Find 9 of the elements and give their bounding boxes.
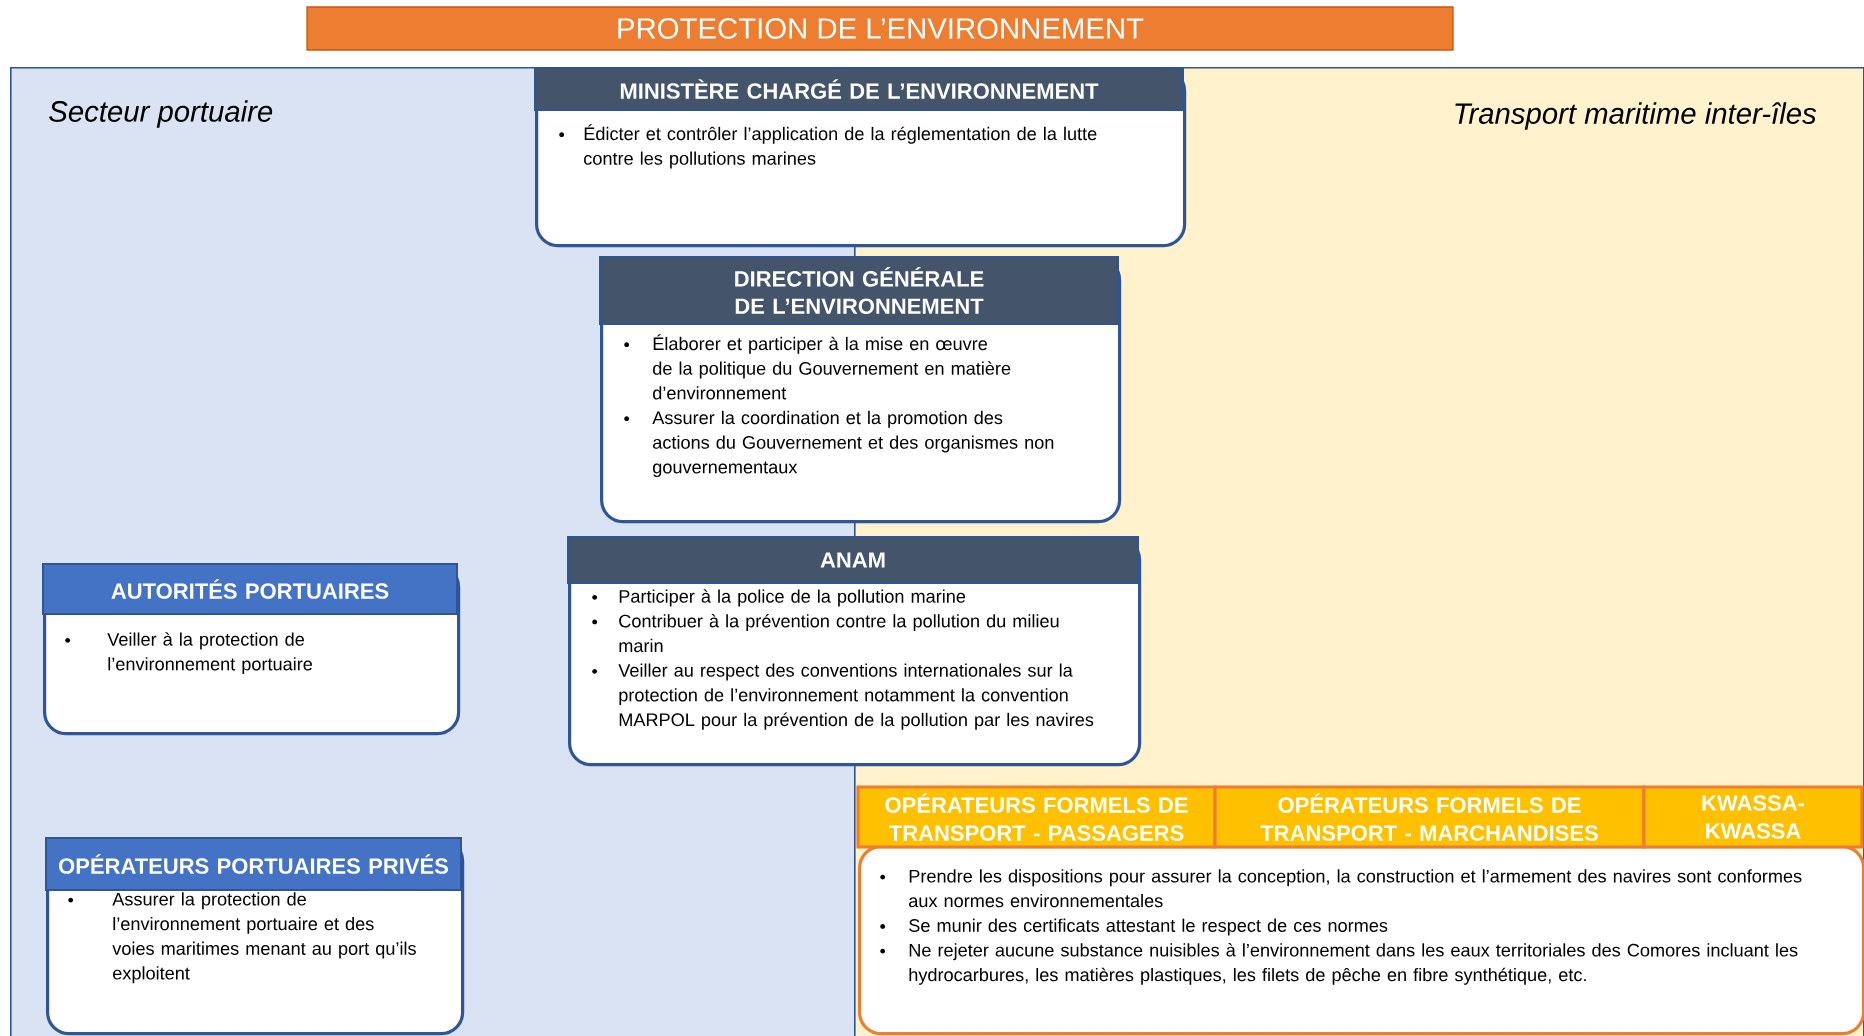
org-card: DIRECTION GÉNÉRALE DE L’ENVIRONNEMENT Élaborer et participer à la mise en œuvre de la politique du Gouvernement en matière d’environnement Assurer la coordination et la promotion des actions du Gouvernement et des organismes non gouvernementaux (599, 256, 1122, 524)
header-cell: KWASSA-KWASSA (1642, 785, 1864, 849)
info-card: Prendre les dispositions pour assurer la conception, la construction et l’armement des navires sont conformes aux normes environnementales Se munir des certificats attestant le respect de ces normes Ne rejeter aucune substance nuisibles à l’environnement dans les eaux territoriales des Comores incluant les hydrocarbures, les matières plastiques, les filets de pêche en fibre synthétique, etc. (858, 845, 1864, 1036)
org-card: OPÉRATEURS PORTUAIRES PRIVÉS Assurer la protection de l’environnement portuaire et des voies maritimes menant au port qu’ils exploitent (45, 837, 465, 1036)
header-cell: OPÉRATEURS FORMELS DE TRANSPORT - PASSAGERS (856, 785, 1217, 849)
org-card: MINISTÈRE CHARGÉ DE L’ENVIRONNEMENT Édicter et contrôler l’application de la réglementation de la lutte contre les pollutions marines (534, 67, 1187, 248)
org-card: ANAM Participer à la police de la pollution marine Contribuer à la prévention contre la pollution du milieu marin Veiller au respect des conventions internationales sur la protection de l’environnement notamment la convention MARPOL pour la prévention de la pollution par les navires (567, 536, 1142, 767)
org-card: AUTORITÉS PORTUAIRES Veiller à la protection de l’environnement portuaire (42, 563, 461, 736)
title-banner: PROTECTION DE L’ENVIRONNEMENT (306, 6, 1454, 51)
